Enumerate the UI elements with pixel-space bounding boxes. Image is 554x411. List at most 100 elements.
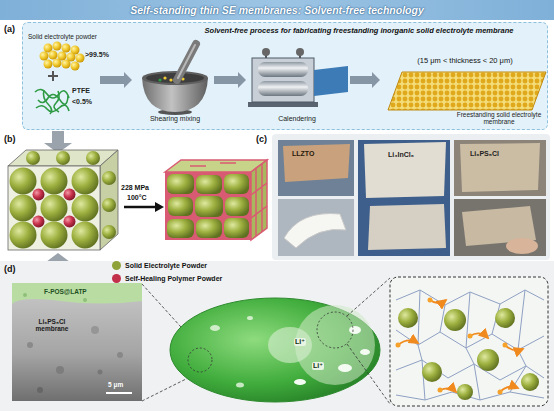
zoom-view-part-part — [500, 387, 518, 392]
sem-image-part — [27, 342, 33, 348]
membrane-disc-part — [170, 298, 380, 402]
panel-letter: (b) — [4, 134, 16, 144]
component-label: Solid electrolyte powder — [28, 33, 97, 40]
calender-machine-part — [258, 62, 308, 77]
electrolyte-powder-part — [44, 60, 53, 69]
calender-machine — [248, 48, 348, 107]
zoom-view-part-part — [505, 345, 523, 350]
zoom-view-part — [422, 362, 442, 382]
process-arrow-part — [214, 72, 246, 88]
press-arrow-black-part — [155, 202, 164, 212]
pressed-block-part — [196, 175, 222, 194]
ptfe-fibres — [35, 89, 69, 114]
powder-cube-part — [26, 151, 40, 165]
powder-cube-part — [86, 151, 100, 165]
photo-panel-part — [454, 199, 546, 256]
step-label: Shearing mixing — [140, 115, 210, 123]
membrane-disc-part — [236, 383, 244, 388]
sem-image-part — [56, 366, 64, 374]
electrolyte-powder-part — [53, 59, 62, 68]
calender-machine-part — [252, 58, 314, 102]
pressed-block-part — [224, 218, 249, 238]
zoom-view-part — [457, 384, 473, 400]
zoom-view-part — [438, 388, 443, 393]
membrane-disc-part — [317, 312, 353, 348]
powder-cube-part — [102, 171, 116, 185]
membrane-disc-part — [349, 326, 361, 334]
ptfe-fibres-part — [44, 90, 52, 114]
electrolyte-powder-part — [62, 60, 71, 69]
photo-panel-part — [272, 134, 550, 260]
legend-text: Solid Electrolyte Powder — [125, 262, 207, 269]
ptfe-fibres-part — [54, 91, 59, 112]
sem-image-part — [37, 387, 43, 393]
legend: Solid Electrolyte PowderSelf-Healing Pol… — [112, 256, 222, 282]
plus-sign-part — [48, 71, 58, 81]
press-arrow-black-part — [124, 206, 156, 209]
membrane-disc-part — [247, 316, 253, 320]
panel-d-ground — [0, 261, 554, 411]
zoom-view-part-part — [396, 360, 544, 380]
layer-label: Li₆PS₅Cl membrane — [22, 318, 82, 333]
mortar-pestle-part — [169, 78, 172, 81]
membrane-disc-part — [210, 325, 220, 331]
sem-image-part — [106, 392, 132, 394]
ptfe-fibres-part — [36, 105, 69, 112]
photo-panel-part — [278, 199, 354, 256]
membrane-disc-part — [188, 348, 212, 372]
photo-panel-part — [460, 143, 540, 192]
ptfe-fibres-part — [38, 94, 68, 104]
pressed-block-part — [168, 197, 193, 216]
zoom-view-part — [498, 390, 503, 395]
plus-sign — [48, 71, 58, 81]
zoom-view-part-part — [418, 290, 526, 400]
sem-image-part — [98, 370, 103, 375]
electrolyte-powder-part — [71, 62, 80, 71]
sem-image-part — [12, 283, 142, 304]
sem-image-part — [23, 293, 27, 297]
material-label: Li₆PS₅Cl — [470, 150, 499, 158]
material-label: LLZTO — [292, 150, 314, 158]
pressed-block-part — [251, 160, 267, 240]
zoom-view-part — [503, 343, 508, 348]
zoom-view-part — [396, 290, 544, 400]
legend-text: Self-Healing Polymer Powder — [125, 275, 222, 282]
process-arrow-part — [350, 72, 380, 88]
zoom-view-part — [521, 373, 539, 391]
title-band-part — [0, 0, 554, 20]
powder-cube-part — [72, 168, 99, 195]
pressed-block-part — [196, 219, 222, 238]
photo-panel-part — [278, 140, 354, 196]
membrane-disc-part — [268, 327, 312, 363]
condition-label: 228 MPa — [121, 184, 149, 192]
pressed-block-part — [165, 160, 267, 172]
mortar-pestle-part — [177, 44, 196, 80]
material-label: Li₃InCl₆ — [388, 151, 414, 159]
legend-row: Self-Healing Polymer Powder — [112, 269, 222, 282]
membrane-disc-part — [347, 278, 390, 316]
mortar-pestle-part — [158, 78, 161, 81]
membrane-disc-part — [338, 364, 352, 372]
mortar-pestle-part — [178, 45, 195, 78]
zoom-view — [390, 277, 548, 406]
powder-cube-part — [56, 151, 70, 165]
photo-panel-part — [283, 144, 350, 182]
fraction-label: >99.5% — [85, 51, 109, 59]
calender-machine-part — [248, 102, 318, 107]
powder-cube-part — [33, 216, 45, 228]
electrolyte-powder-part — [62, 44, 71, 53]
panel-a-ground-part — [22, 22, 548, 130]
sem-image-part — [83, 298, 87, 302]
calender-machine-part — [262, 48, 270, 56]
ion-label: Li⁺ — [294, 338, 306, 346]
legend-row: Solid Electrolyte Powder — [112, 256, 222, 269]
membrane-disc — [170, 278, 390, 404]
powder-cube-part — [10, 222, 37, 249]
pressed-block — [165, 160, 267, 240]
calender-machine-part — [296, 48, 304, 56]
press-arrow-black — [124, 202, 164, 212]
pressed-block-part — [225, 197, 249, 216]
layer-label: F-POS@LATP — [44, 288, 87, 295]
sem-image — [12, 283, 142, 401]
